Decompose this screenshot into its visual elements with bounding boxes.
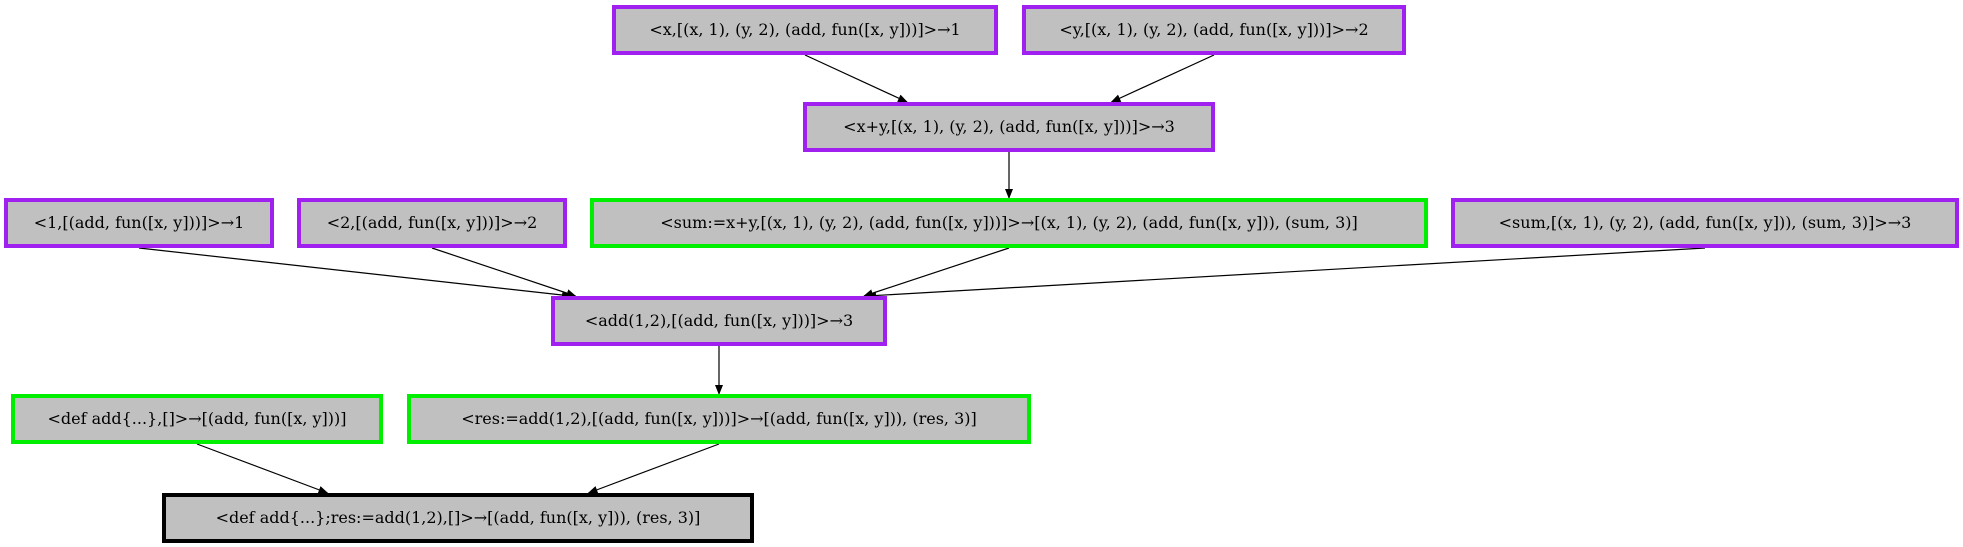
edge-n5-to-n8 — [431, 247, 577, 297]
node-label: <add(1,2),[(add, fun([x, y]))]>→3 — [584, 311, 854, 330]
edge-n10-to-n11 — [587, 443, 720, 494]
edge-n1-to-n3 — [804, 54, 908, 103]
node-label: <x,[(x, 1), (y, 2), (add, fun([x, y]))]>… — [649, 20, 961, 39]
edge-n4-to-n8 — [138, 247, 572, 299]
node-label: <sum,[(x, 1), (y, 2), (add, fun([x, y]))… — [1498, 213, 1912, 232]
node-add-call: <add(1,2),[(add, fun([x, y]))]>→3 — [551, 296, 887, 346]
edge-n9-to-n11 — [196, 443, 329, 494]
node-label: <y,[(x, 1), (y, 2), (add, fun([x, y]))]>… — [1059, 20, 1369, 39]
node-res-assign: <res:=add(1,2),[(add, fun([x, y]))]>→[(a… — [407, 394, 1031, 444]
node-x-plus-y: <x+y,[(x, 1), (y, 2), (add, fun([x, y]))… — [803, 102, 1215, 152]
node-def-add: <def add{...},[]>→[(add, fun([x, y]))] — [11, 394, 383, 444]
node-label: <1,[(add, fun([x, y]))]>→1 — [33, 213, 245, 232]
node-sum-assign: <sum:=x+y,[(x, 1), (y, 2), (add, fun([x,… — [590, 198, 1428, 248]
node-label: <sum:=x+y,[(x, 1), (y, 2), (add, fun([x,… — [660, 213, 1358, 232]
node-label: <def add{...};res:=add(1,2),[]>→[(add, f… — [215, 508, 701, 527]
node-program: <def add{...};res:=add(1,2),[]>→[(add, f… — [162, 493, 754, 543]
node-literal-2: <2,[(add, fun([x, y]))]>→2 — [297, 198, 567, 248]
node-label: <2,[(add, fun([x, y]))]>→2 — [326, 213, 538, 232]
edge-n7-to-n8 — [866, 247, 1706, 300]
node-y-lookup: <y,[(x, 1), (y, 2), (add, fun([x, y]))]>… — [1022, 5, 1406, 55]
node-label: <res:=add(1,2),[(add, fun([x, y]))]>→[(a… — [461, 409, 977, 428]
edge-n6-to-n8 — [863, 247, 1010, 297]
node-label: <x+y,[(x, 1), (y, 2), (add, fun([x, y]))… — [843, 117, 1175, 136]
node-x-lookup: <x,[(x, 1), (y, 2), (add, fun([x, y]))]>… — [612, 5, 998, 55]
node-sum-lookup: <sum,[(x, 1), (y, 2), (add, fun([x, y]))… — [1451, 198, 1959, 248]
edge-n2-to-n3 — [1110, 54, 1215, 103]
node-label: <def add{...},[]>→[(add, fun([x, y]))] — [47, 409, 347, 428]
node-literal-1: <1,[(add, fun([x, y]))]>→1 — [4, 198, 274, 248]
